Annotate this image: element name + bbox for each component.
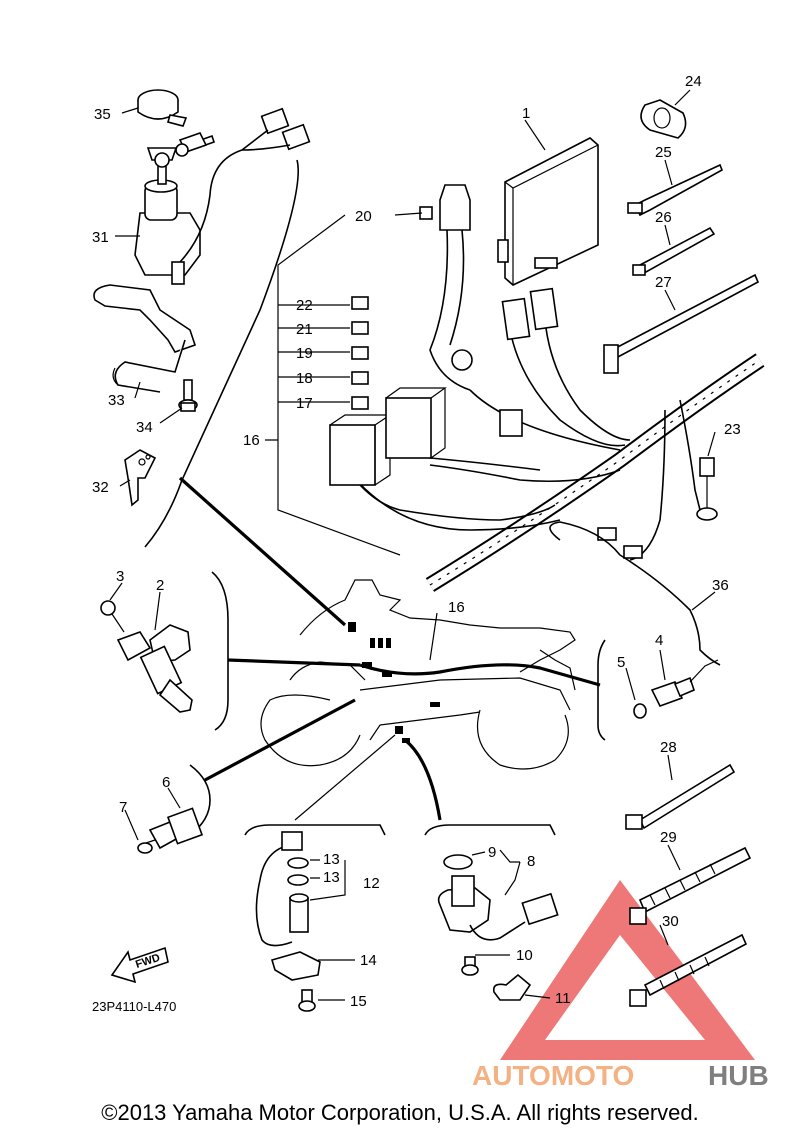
callout-1: 1 — [522, 105, 530, 122]
copyright-notice: ©2013 Yamaha Motor Corporation, U.S.A. A… — [101, 1100, 699, 1125]
callout-13b: 13 — [323, 869, 340, 886]
part-24-clamp — [640, 99, 687, 139]
part-31-main-switch — [134, 134, 243, 285]
callout-25: 25 — [655, 144, 672, 161]
callout-35: 35 — [94, 106, 111, 123]
callout-3: 3 — [116, 568, 124, 585]
part-3-bolt — [100, 600, 125, 633]
watermark-triangle — [500, 880, 755, 1060]
part-5-washer — [633, 703, 647, 719]
callout-6: 6 — [162, 774, 170, 791]
part-32-key — [124, 449, 157, 507]
part-23-bolt — [696, 457, 718, 521]
part-31-connector — [241, 107, 311, 151]
part-12-speed-sensor — [255, 831, 309, 947]
part-34-bolt — [178, 379, 198, 412]
diagram-code: 23P4110-L470 — [92, 999, 176, 1014]
group-boundary-o2 — [597, 639, 606, 741]
callout-20: 20 — [355, 208, 372, 225]
callout-36: 36 — [712, 577, 729, 594]
part-16-relays — [329, 387, 447, 486]
callout-13a: 13 — [323, 851, 340, 868]
part-9-o-ring — [443, 854, 473, 870]
part-11-clamp — [492, 973, 532, 1001]
callout-16a: 16 — [243, 432, 260, 449]
callout-8: 8 — [527, 853, 535, 870]
parts-17-22-relays — [351, 296, 369, 410]
part-2-crank-sensor — [116, 624, 193, 713]
part-25-tie — [627, 163, 724, 217]
callout-18: 18 — [296, 370, 313, 387]
part-33-bracket — [93, 284, 197, 393]
part-16-harness — [329, 319, 765, 592]
part-6-neutral-switch — [139, 807, 204, 850]
callout-31: 31 — [92, 229, 109, 246]
atv-silhouette — [260, 579, 576, 770]
callout-labels: 1 2 3 4 5 6 7 8 9 10 11 12 13 13 14 15 1… — [92, 73, 741, 1014]
callout-5: 5 — [617, 654, 625, 671]
pointer-line-neutral — [204, 698, 356, 782]
group-bracket-16 — [265, 214, 401, 556]
callout-22: 22 — [296, 297, 313, 314]
callout-26: 26 — [655, 209, 672, 226]
part-30-tie — [629, 933, 748, 1007]
callout-28: 28 — [660, 739, 677, 756]
callout-21: 21 — [296, 321, 313, 338]
watermark-text: AUTOMOTO HUB — [472, 1060, 769, 1091]
part-35-cap — [137, 89, 188, 127]
part-14-bracket — [271, 951, 321, 981]
callout-24: 24 — [685, 73, 702, 90]
part-20-fuse — [419, 184, 471, 391]
part-36-lead — [549, 521, 721, 666]
callout-7: 7 — [119, 799, 127, 816]
part-16-connectors — [451, 287, 643, 559]
fwd-arrow: FWD — [110, 946, 169, 984]
pointer-line-sensor-8 — [403, 738, 442, 821]
callout-9: 9 — [488, 844, 496, 861]
group-boundary-ignition — [144, 159, 300, 548]
group-boundary-neutral — [189, 764, 211, 836]
callout-30: 30 — [662, 913, 679, 930]
ignition-keys — [154, 132, 208, 168]
harness-route — [359, 663, 601, 687]
callout-29: 29 — [660, 829, 677, 846]
part-4-o2-sensor — [650, 659, 719, 707]
group-boundary-crank — [211, 571, 229, 731]
callout-17: 17 — [296, 395, 313, 412]
harness-markers — [348, 622, 440, 743]
part-7-gasket — [137, 842, 153, 854]
callout-27: 27 — [655, 274, 672, 291]
group-boundary-speed — [244, 824, 386, 836]
part-29-tie — [629, 846, 752, 925]
pointer-line-speed — [294, 734, 396, 821]
callout-34: 34 — [136, 419, 153, 436]
callout-15: 15 — [350, 993, 367, 1010]
part-15-bolt — [298, 989, 316, 1012]
callout-11: 11 — [555, 990, 571, 1007]
callout-2: 2 — [156, 577, 164, 594]
part-8-sensor — [437, 875, 559, 941]
part-26-tie — [632, 226, 716, 276]
pointer-line-crank — [227, 658, 361, 667]
callout-19: 19 — [296, 345, 313, 362]
svg-text:HUB: HUB — [708, 1060, 769, 1091]
callout-32: 32 — [92, 479, 109, 496]
part-28-tie — [625, 763, 736, 830]
callout-23: 23 — [724, 421, 741, 438]
part-1-ecu — [497, 137, 599, 286]
svg-text:AUTOMOTO: AUTOMOTO — [472, 1060, 634, 1091]
part-10-bolt — [461, 956, 479, 976]
group-boundary-sensor-8 — [424, 824, 556, 836]
leader-lines — [109, 89, 716, 1001]
callout-10: 10 — [516, 947, 533, 964]
callout-16b: 16 — [448, 599, 465, 616]
callout-14: 14 — [360, 952, 377, 969]
pointer-line-ignition — [178, 476, 347, 627]
part-27-tie — [603, 273, 760, 374]
callout-12: 12 — [363, 875, 380, 892]
callout-33: 33 — [108, 392, 125, 409]
callout-4: 4 — [655, 632, 663, 649]
